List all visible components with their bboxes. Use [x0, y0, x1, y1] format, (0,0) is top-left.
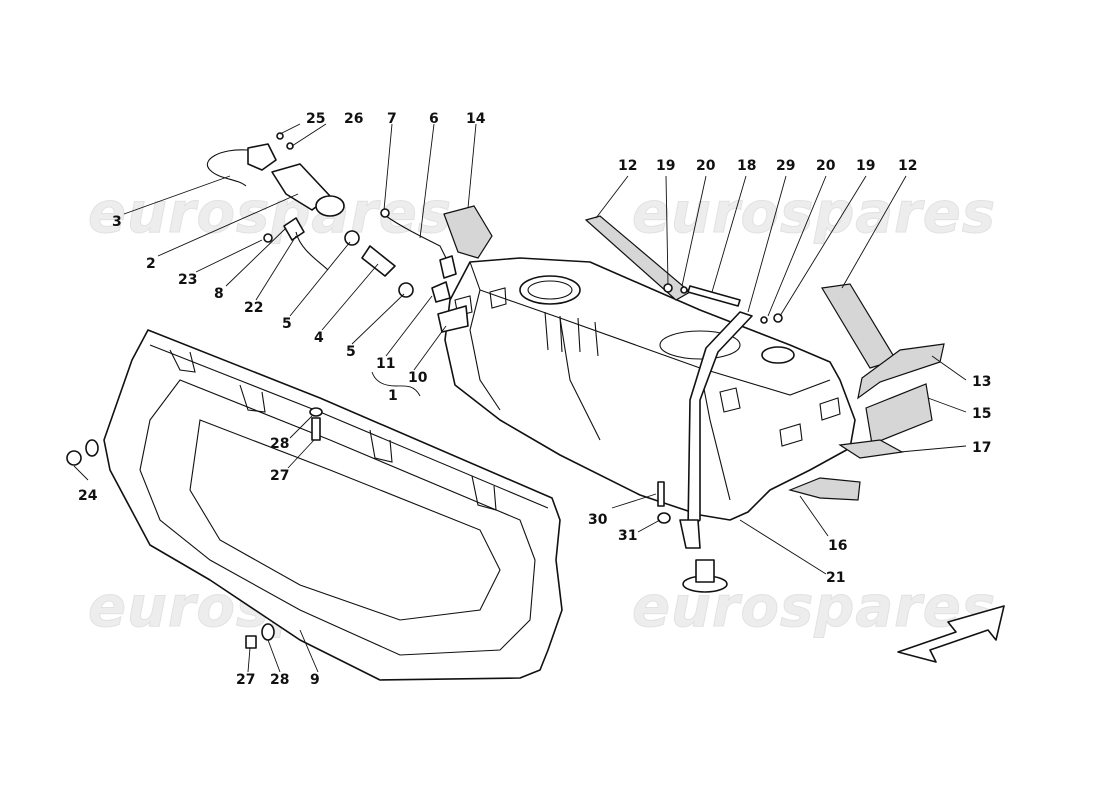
callout-19-right: 19	[856, 158, 875, 174]
callout-11: 11	[376, 356, 395, 372]
callout-25: 25	[306, 111, 325, 127]
filler-neck-opening	[519, 275, 581, 305]
callout-27-lower: 27	[236, 672, 255, 688]
tank-port	[761, 346, 795, 364]
callout-5-lower: 5	[346, 344, 356, 360]
callout-24: 24	[78, 488, 98, 504]
callout-30: 30	[588, 512, 608, 528]
clip-19-left	[663, 283, 673, 293]
screw-27-upper	[311, 417, 321, 441]
callout-16: 16	[828, 538, 847, 554]
callout-4: 4	[314, 330, 324, 346]
callout-10: 10	[408, 370, 428, 386]
callout-6: 6	[429, 111, 439, 127]
foam-pad-15	[865, 383, 933, 445]
sender-unit	[247, 143, 277, 171]
bolt-30	[657, 481, 665, 507]
callout-20-right: 20	[816, 158, 836, 174]
callout-22: 22	[244, 300, 263, 316]
fuel-tank	[444, 257, 856, 521]
callout-31: 31	[618, 528, 637, 544]
callout-13: 13	[972, 374, 991, 390]
callout-3: 3	[112, 214, 122, 230]
fuel-pump-assembly	[206, 132, 469, 333]
tank-strap	[679, 311, 753, 549]
leader-lines	[73, 123, 967, 673]
washer-24	[85, 439, 99, 457]
callout-15: 15	[972, 406, 991, 422]
callout-28-upper: 28	[270, 436, 289, 452]
callout-14: 14	[466, 111, 486, 127]
foam-pad-14	[443, 205, 493, 259]
callout-20-left: 20	[696, 158, 716, 174]
bolt-18	[687, 285, 741, 307]
callout-23: 23	[178, 272, 197, 288]
screw-27-lower	[245, 635, 257, 649]
callout-18: 18	[737, 158, 756, 174]
filter-tube	[361, 245, 396, 277]
callout-1: 1	[388, 388, 398, 404]
tank-mount-foot	[682, 559, 728, 593]
callout-8: 8	[214, 286, 224, 302]
nut-31	[657, 512, 671, 524]
callout-28-lower: 28	[270, 672, 289, 688]
callout-7: 7	[387, 111, 397, 127]
front-direction-arrow	[897, 605, 1005, 663]
callout-17: 17	[972, 440, 991, 456]
callout-12-left: 12	[618, 158, 637, 174]
callout-26: 26	[344, 111, 363, 127]
nut-24	[66, 450, 82, 466]
watermark-top-left: eurospares	[88, 181, 452, 246]
callout-5-upper: 5	[282, 316, 292, 332]
washer-28-lower	[261, 623, 275, 641]
foam-pad-16	[788, 477, 861, 501]
watermark-top-right: eurospares	[632, 181, 996, 246]
callout-12-right: 12	[898, 158, 917, 174]
callout-19-left: 19	[656, 158, 675, 174]
callout-9: 9	[310, 672, 320, 688]
callout-2: 2	[146, 256, 156, 272]
callout-labels: 25 26 7 6 14 3 2 23 8 22 5 4 5 11 10 1 1…	[78, 111, 991, 688]
callout-29: 29	[776, 158, 795, 174]
foam-pad-12-right	[821, 283, 897, 369]
callout-27-upper: 27	[270, 468, 289, 484]
callout-21: 21	[826, 570, 845, 586]
foam-pads	[443, 205, 945, 501]
